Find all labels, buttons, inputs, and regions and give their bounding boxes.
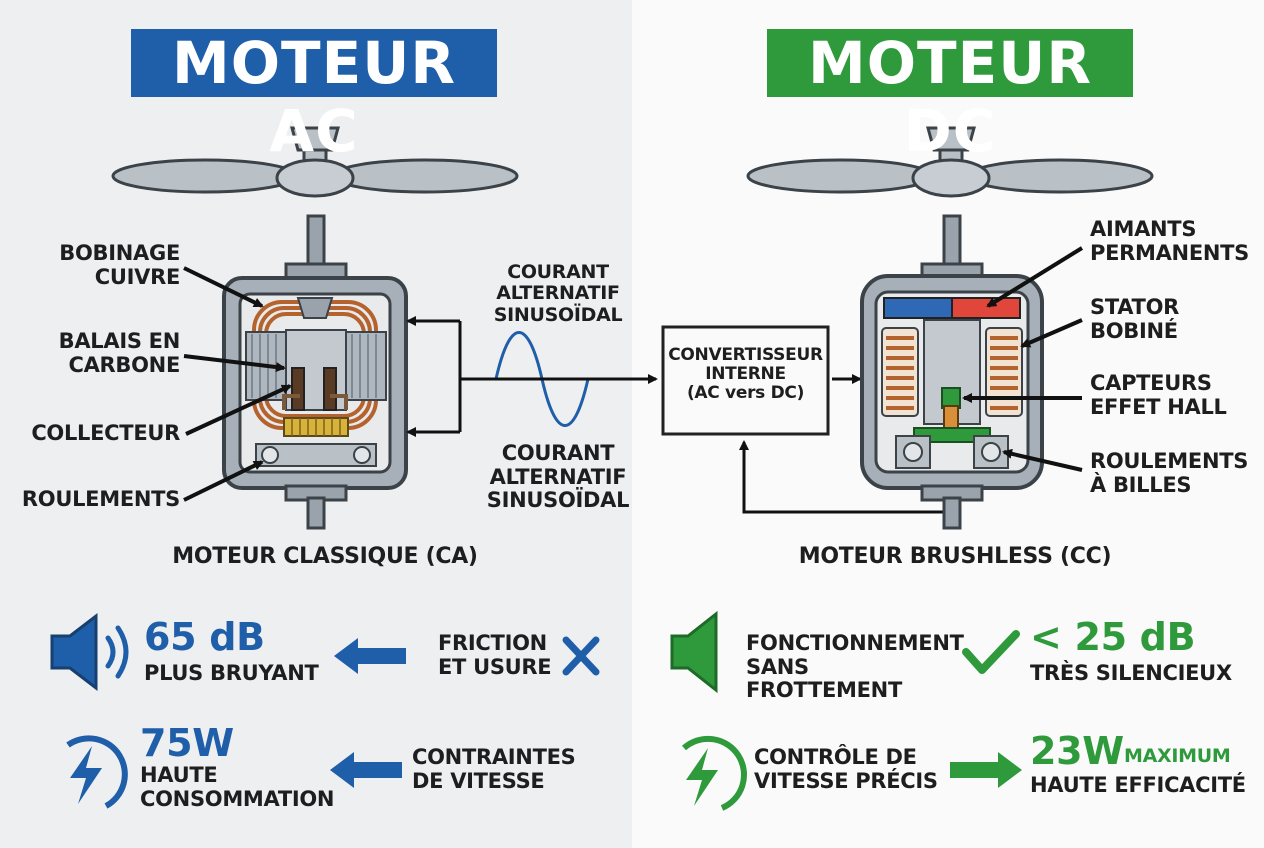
ac-power-value: 75W <box>140 721 234 765</box>
cross-icon <box>562 636 600 676</box>
dc-power-value: 23W <box>1030 729 1124 773</box>
current-label-bottom: COURANT ALTERNATIF SINUSOÏDAL <box>486 441 630 513</box>
ac-callout-arrows <box>183 266 292 502</box>
dc-label-stator: STATOR BOBINÉ <box>1090 295 1179 343</box>
ac-label-commutator: COLLECTEUR <box>31 421 180 445</box>
converter-box <box>661 325 830 436</box>
dc-banner: MOTEUR DC <box>767 29 1133 165</box>
dc-label-bearings: ROULEMENTS À BILLES <box>1090 449 1249 497</box>
dc-lightning-icon <box>682 735 747 811</box>
dc-arrow-right-power <box>950 752 1022 788</box>
check-icon <box>962 630 1020 674</box>
ac-lightning-icon <box>66 735 128 809</box>
dc-power-suffix: MAXIMUM <box>1124 745 1231 767</box>
ac-noise-value: 65 dB <box>144 615 265 659</box>
dc-noise-value: < 25 dB <box>1030 615 1196 659</box>
ac-arrow-left-noise <box>334 638 406 674</box>
ac-power-desc: HAUTE CONSOMMATION <box>140 763 335 811</box>
ac-noise-desc: PLUS BRUYANT <box>144 661 319 685</box>
dc-noise-cause: FONCTIONNEMENT SANS FROTTEMENT <box>746 631 964 703</box>
dc-motor-icon <box>860 214 1044 530</box>
ac-speaker-icon <box>50 612 129 692</box>
dc-caption: MOTEUR BRUSHLESS (CC) <box>798 544 1112 569</box>
ac-arrow-left-power <box>330 752 402 788</box>
ac-label-brushes: BALAIS EN CARBONE <box>58 329 181 377</box>
ac-motor-icon <box>222 214 408 530</box>
dc-fan-icon <box>746 126 1154 198</box>
ac-caption: MOTEUR CLASSIQUE (CA) <box>172 544 478 569</box>
ac-banner: MOTEUR AC <box>131 29 497 165</box>
dc-label-magnets: AIMANTS PERMANENTS <box>1090 217 1250 265</box>
dc-label-hall: CAPTEURS EFFET HALL <box>1090 371 1227 419</box>
ac-noise-cause: FRICTION ET USURE <box>438 631 552 679</box>
current-label-top: COURANT ALTERNATIF SINUSOÏDAL <box>493 261 623 326</box>
ac-power-cause: CONTRAINTES DE VITESSE <box>412 745 576 793</box>
dc-speaker-icon <box>670 610 718 694</box>
dc-power-desc: HAUTE EFFICACITÉ <box>1030 773 1246 797</box>
ac-current-wiring <box>406 316 944 514</box>
ac-label-winding: BOBINAGE CUIVRE <box>59 241 180 289</box>
dc-callout-arrows <box>962 246 1084 472</box>
dc-noise-desc: TRÈS SILENCIEUX <box>1030 661 1232 685</box>
ac-fan-icon <box>111 126 519 198</box>
ac-label-bearings: ROULEMENTS <box>21 487 180 511</box>
dc-power-cause: CONTRÔLE DE VITESSE PRÉCIS <box>754 745 938 793</box>
converter-label: CONVERTISSEUR INTERNE (AC vers DC) <box>668 345 823 404</box>
